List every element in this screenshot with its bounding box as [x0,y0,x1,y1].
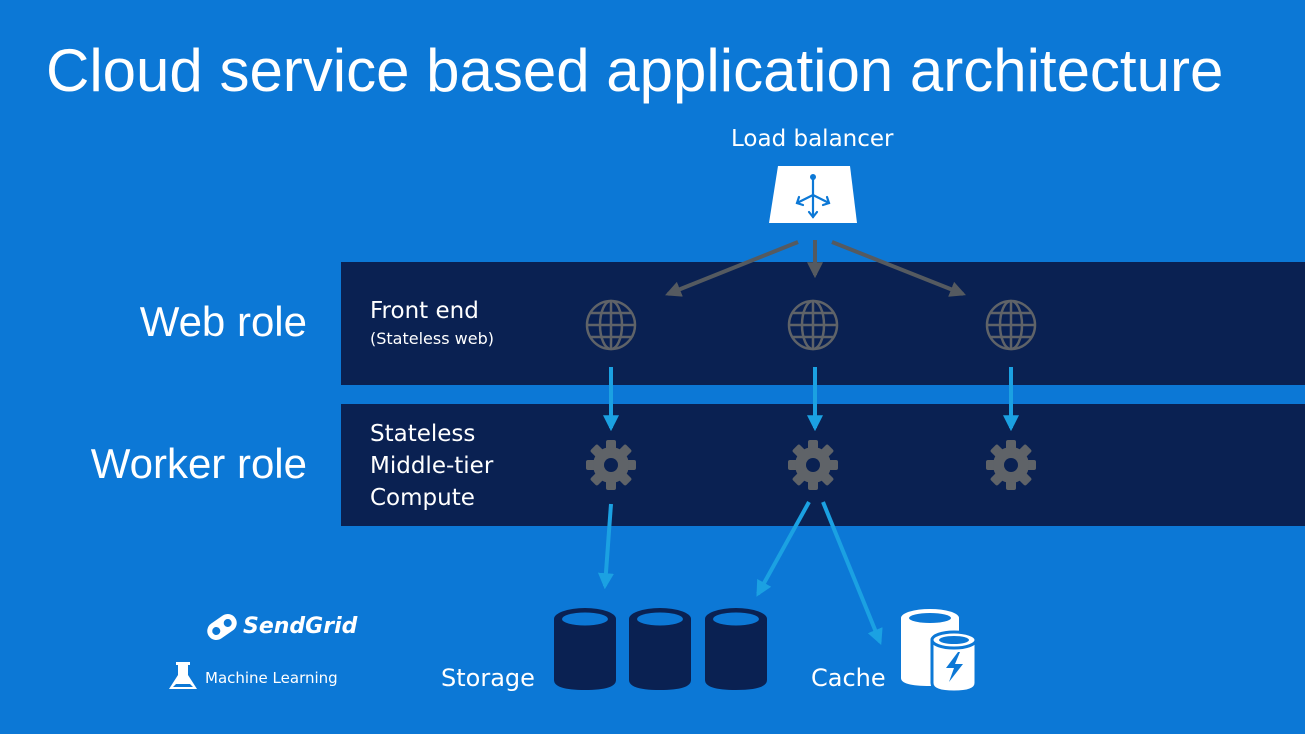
globe-icon [985,299,1037,351]
gear-icon [586,440,636,490]
flask-icon [169,662,197,689]
worker-line: Middle-tier [370,453,494,479]
sendgrid-logo-icon [207,613,237,641]
database-icon [705,608,767,690]
load-balancer-label: Load balancer [731,126,894,152]
sendgrid-logo-text: SendGrid [243,614,358,639]
machine-learning-logo-text: Machine Learning [205,669,338,687]
database-icon [554,608,616,690]
globe-icon [787,299,839,351]
front-end-subtitle: (Stateless web) [370,329,494,348]
storage-label: Storage [441,664,535,692]
cache-icon [901,609,978,694]
cache-label: Cache [811,664,886,692]
worker-role-label: Worker role [90,440,307,487]
worker-description: Stateless Middle-tier Compute [370,418,493,514]
load-balancer-icon [769,166,857,223]
worker-to-data-arrows [597,501,883,645]
gear-icon [986,440,1036,490]
gear-icon [788,440,838,490]
worker-line: Stateless [370,421,476,447]
globe-icon [585,299,637,351]
load-balancer-arrows [665,240,966,297]
database-icon [629,608,691,690]
page-title: Cloud service based application architec… [46,37,1224,104]
web-role-label: Web role [139,298,307,345]
web-to-worker-arrows [603,367,1019,432]
worker-line: Compute [370,485,475,511]
front-end-title: Front end [370,298,479,324]
